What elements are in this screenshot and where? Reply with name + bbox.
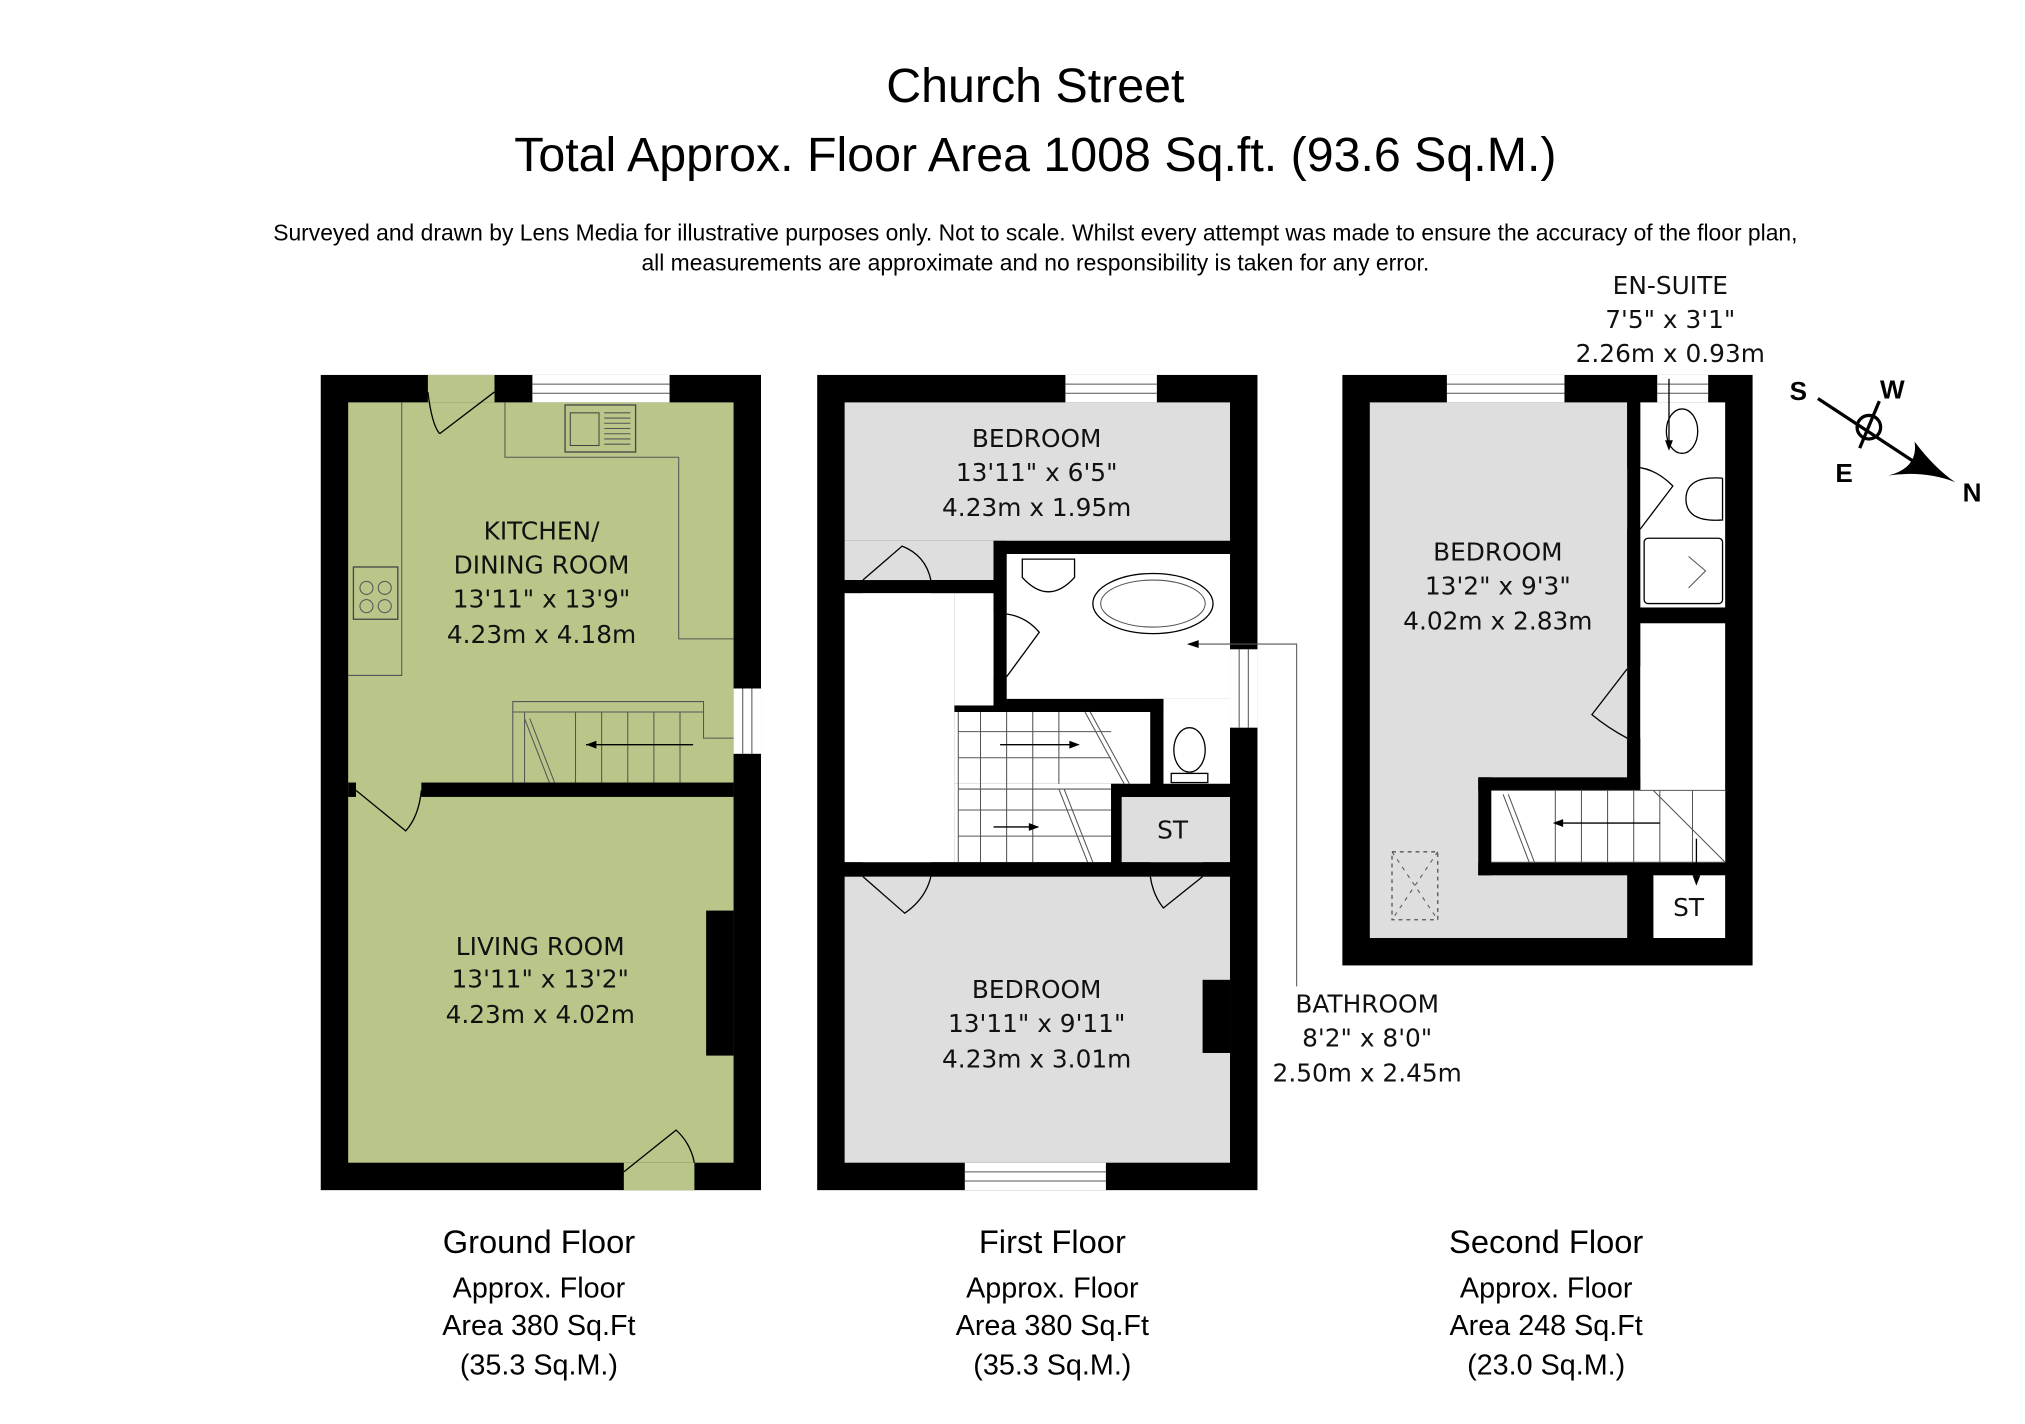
skylight-icon: [1391, 851, 1439, 921]
floor-name: First Floor: [979, 1223, 1126, 1260]
room-label: BEDROOM: [972, 975, 1102, 1004]
room-dims-metric: 4.23m x 3.01m: [942, 1044, 1131, 1073]
svg-text:S: S: [1790, 376, 1807, 406]
floor-area: Approx. Floor: [1460, 1272, 1633, 1304]
room-dims-metric: 4.23m x 4.18m: [447, 620, 636, 649]
shower-icon: [1643, 537, 1724, 605]
floor-area: (35.3 Sq.M.): [973, 1349, 1131, 1381]
room-dims-imperial: 7'5" x 3'1": [1605, 305, 1735, 334]
basin-icon: [1021, 558, 1076, 593]
room-dims-metric: 2.50m x 2.45m: [1273, 1059, 1462, 1088]
room-label: BEDROOM: [972, 424, 1102, 453]
room-label: EN-SUITE: [1613, 271, 1728, 300]
floor-area: Area 248 Sq.Ft: [1450, 1310, 1643, 1342]
room-dims-imperial: 13'11" x 13'2": [452, 965, 629, 994]
room-dims-metric: 2.26m x 0.93m: [1576, 339, 1765, 368]
room-dims-imperial: 13'11" x 13'9": [453, 584, 630, 613]
room-dims-imperial: 13'11" x 6'5": [956, 458, 1118, 487]
floor-area: Area 380 Sq.Ft: [442, 1310, 635, 1342]
toilet-icon: [1665, 408, 1699, 454]
room-label: DINING ROOM: [454, 551, 630, 580]
basin-icon: [1685, 477, 1724, 521]
room-label: BATHROOM: [1295, 989, 1439, 1018]
room-dims-metric: 4.23m x 1.95m: [942, 493, 1131, 522]
hob-icon: [352, 566, 399, 620]
floor-area: (35.3 Sq.M.): [460, 1349, 618, 1381]
room-dims-imperial: 8'2" x 8'0": [1302, 1023, 1432, 1052]
disclaimer-line1: Surveyed and drawn by Lens Media for ill…: [273, 219, 1797, 245]
room-label: BEDROOM: [1433, 537, 1563, 566]
room-label: ST: [1673, 893, 1705, 922]
room-label: LIVING ROOM: [456, 932, 625, 961]
plan-subtitle: Total Approx. Floor Area 1008 Sq.ft. (93…: [514, 128, 1556, 182]
room-dims-imperial: 13'2" x 9'3": [1425, 571, 1571, 600]
room-dims-metric: 4.02m x 2.83m: [1403, 607, 1592, 636]
floor-name: Ground Floor: [443, 1223, 636, 1260]
toilet-icon: [1173, 727, 1206, 773]
plan-title: Church Street: [886, 59, 1185, 113]
room-dims-imperial: 13'11" x 9'11": [948, 1009, 1125, 1038]
floor-area: Area 380 Sq.Ft: [956, 1310, 1149, 1342]
compass-rose-icon: S W E N: [1790, 374, 1982, 507]
room-dims-metric: 4.23m x 4.02m: [446, 1000, 635, 1029]
second-floor-plan: [1342, 374, 1753, 966]
floor-area: Approx. Floor: [966, 1272, 1139, 1304]
svg-text:W: W: [1880, 374, 1905, 404]
floor-area: Approx. Floor: [453, 1272, 626, 1304]
svg-text:E: E: [1835, 458, 1852, 488]
floor-area: (23.0 Sq.M.): [1467, 1349, 1625, 1381]
disclaimer-line2: all measurements are approximate and no …: [641, 249, 1429, 275]
bathtub-icon: [1092, 572, 1214, 635]
first-floor-plan: [817, 374, 1298, 1191]
room-label: ST: [1157, 816, 1189, 845]
floor-name: Second Floor: [1449, 1223, 1643, 1260]
room-label: KITCHEN/: [484, 517, 601, 546]
ground-floor-plan: [320, 374, 762, 1191]
svg-text:N: N: [1963, 478, 1982, 508]
